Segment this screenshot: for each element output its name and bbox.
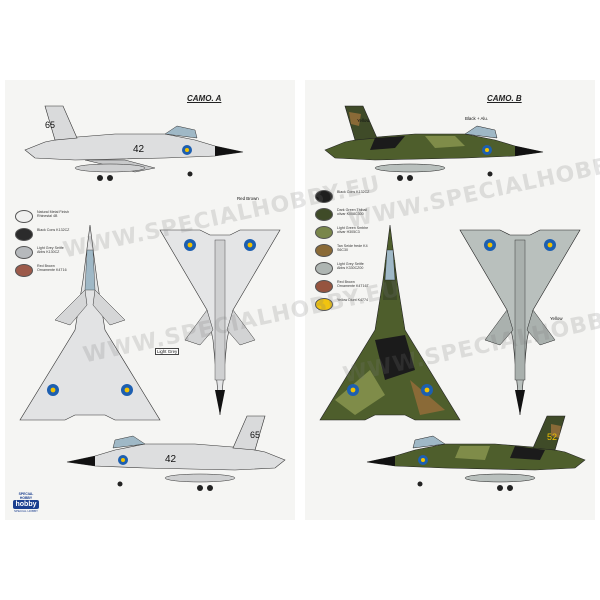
camo-a-code-side: 42 (133, 144, 145, 155)
camo-a-side-view-top: 65 42 (24, 105, 244, 181)
swatch-color (15, 210, 33, 223)
camo-a-side-view-bottom: 65 42 (66, 415, 286, 491)
camo-b-bottom-view: Yellow (459, 229, 581, 416)
camo-a-code-side-2: 42 (165, 454, 177, 465)
camo-a-sheet: CAMO. A 65 42 Natural Metal Finish Rhine… (5, 80, 295, 520)
swatch-color (315, 262, 333, 275)
swatch-yellow: Yellow Diunt K4774 (315, 298, 371, 311)
swatch-light-grey: Light Grey Seitfe Abbs K330CZ00 (315, 262, 371, 275)
camo-b-label-yellow-2: Yellow (550, 316, 563, 321)
swatch-color (15, 246, 33, 259)
special-hobby-logo: SPECIAL HOBBY hobby SPECIAL HOBBY (13, 492, 39, 513)
swatch-black: Black Cons K132CZ (315, 190, 371, 203)
swatch-red-brown: Red Brown Ornamente K4T16T (315, 280, 371, 293)
camo-a-top-view (19, 224, 161, 421)
camo-a-bottom-view: Red Brown (159, 196, 281, 416)
swatch-color (315, 190, 333, 203)
camo-a-code-top: 65 (45, 120, 55, 130)
camo-b-sheet: CAMO. B Yellow Black + Alu. Black Cons K… (305, 80, 595, 520)
camo-b-side-view-bottom: 52 (366, 415, 586, 491)
swatch-color (315, 280, 333, 293)
swatch-light-green: Light Green Smbhe olivar H305C3 (315, 226, 371, 239)
swatch-color (15, 228, 33, 241)
swatch-color (315, 244, 333, 257)
camo-a-code-top-2: 65 (250, 430, 260, 440)
swatch-black: Black Cons K132CZ (15, 228, 71, 241)
camo-b-top-view (319, 224, 461, 421)
swatch-red-brown: Red Brown Ornamente K4T16 (15, 264, 71, 277)
swatch-color (315, 298, 333, 311)
swatch-color (15, 264, 33, 277)
swatch-tan: Tan Seide frede K4 S6C30 (315, 244, 371, 257)
camo-a-label-light-grey: Light Grey (155, 348, 180, 355)
camo-b-label-yellow: Yellow (357, 118, 370, 123)
camo-b-side-view-top: Yellow Black + Alu. (324, 105, 544, 181)
swatch-natural-metal: Natural Metal Finish Rhinestal 4B (15, 210, 71, 223)
camo-a-title: CAMO. A (187, 94, 222, 103)
camo-b-code-side: 52 (547, 432, 557, 442)
swatch-color (315, 208, 333, 221)
camo-b-label-black: Black + Alu. (465, 116, 488, 121)
swatch-light-grey: Light Grey Seitfe Abbs K130CZ (15, 246, 71, 259)
camo-b-title: CAMO. B (487, 94, 522, 103)
swatch-dark-green: Dark Green Thibail olivar K008C300 (315, 208, 371, 221)
camo-a-label-red-brown: Red Brown (237, 196, 259, 201)
swatch-color (315, 226, 333, 239)
